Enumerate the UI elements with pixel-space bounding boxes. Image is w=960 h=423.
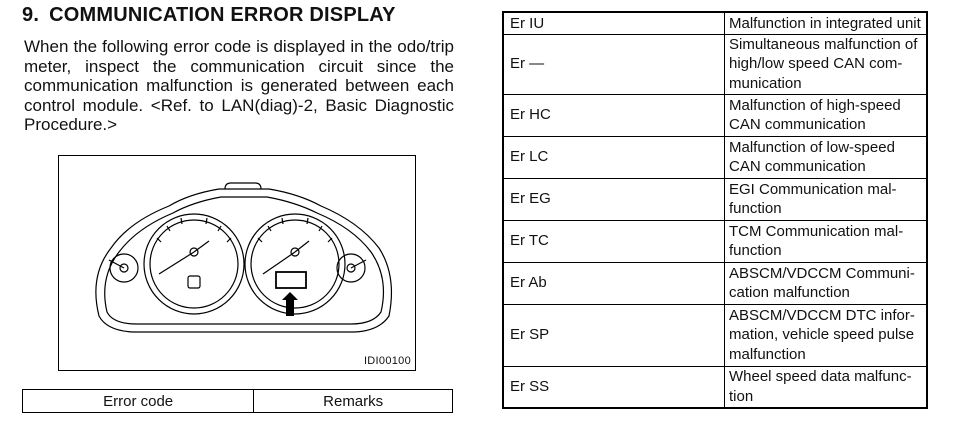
remarks-cell: ABSCM/VDCCM DTC infor-mation, vehicle sp… (724, 303, 928, 367)
remarks-cell: ABSCM/VDCCM Communi-cation malfunction (724, 261, 928, 305)
header-remarks: Remarks (253, 389, 453, 413)
remarks-line: malfunction (729, 345, 806, 363)
remarks-line: Malfunction of low-speed (729, 138, 895, 156)
remarks-line: ABSCM/VDCCM Communi- (729, 264, 915, 282)
error-code-cell: Er SS (502, 365, 725, 409)
section-column: 9. COMMUNICATION ERROR DISPLAY When the f… (22, 4, 454, 135)
error-row: Er —Simultaneous malfunction of high/low … (502, 33, 928, 95)
remarks-line: high/low speed CAN com- (729, 55, 903, 73)
error-code-cell: Er LC (502, 135, 725, 179)
remarks-line: mation, vehicle speed pulse (729, 326, 915, 344)
section-body-text: When the following error code is display… (24, 37, 454, 134)
remarks-line: CAN communication (729, 158, 866, 175)
remarks-line: Simultaneous malfunction of (729, 35, 918, 53)
remarks-line: CAN communication (729, 116, 866, 133)
remarks-line: Malfunction in integrated unit (729, 14, 921, 32)
error-code-header-table: Error code Remarks (21, 389, 453, 413)
remarks-line: ABSCM/VDCCM DTC infor- (729, 306, 915, 324)
error-code-cell: Er Ab (502, 261, 725, 305)
remarks-line: EGI Communication mal- (729, 180, 897, 198)
section-title: COMMUNICATION ERROR DISPLAY (49, 4, 396, 26)
remarks-line: TCM Communication mal- (729, 222, 904, 240)
remarks-line: function (729, 242, 782, 259)
remarks-line: tion (729, 387, 754, 405)
remarks-line: function (729, 200, 782, 217)
section-heading: 9. COMMUNICATION ERROR DISPLAY (22, 4, 454, 27)
remarks-line: Wheel speed data malfunc- (729, 368, 912, 386)
error-code-cell: Er IU (502, 11, 725, 35)
section-number: 9. (22, 4, 40, 26)
remarks-cell: EGI Communication mal-function (724, 177, 928, 221)
arrow-indicator (282, 292, 298, 316)
remarks-cell: Simultaneous malfunction of high/low spee… (724, 33, 928, 95)
figure-label: IDI00100 (363, 355, 411, 367)
remarks-cell: Malfunction in integrated unit (724, 11, 928, 35)
error-code-cell: Er EG (502, 177, 725, 221)
remarks-line: cation malfunction (729, 284, 850, 301)
error-code-cell: Er TC (502, 219, 725, 263)
instrument-cluster-figure: IDI00100 (58, 155, 416, 371)
remarks-cell: Wheel speed data malfunc-tion (724, 365, 928, 409)
header-error-code: Error code (21, 389, 255, 413)
error-code-cell: Er — (502, 33, 725, 95)
instrument-cluster-illustration (95, 182, 393, 333)
remarks-cell: TCM Communication mal-function (724, 219, 928, 263)
remarks-line: Malfunction of high-speed (729, 96, 901, 114)
error-code-cell: Er HC (502, 93, 725, 137)
error-code-cell: Er SP (502, 303, 725, 367)
remarks-line: munication (729, 74, 802, 92)
